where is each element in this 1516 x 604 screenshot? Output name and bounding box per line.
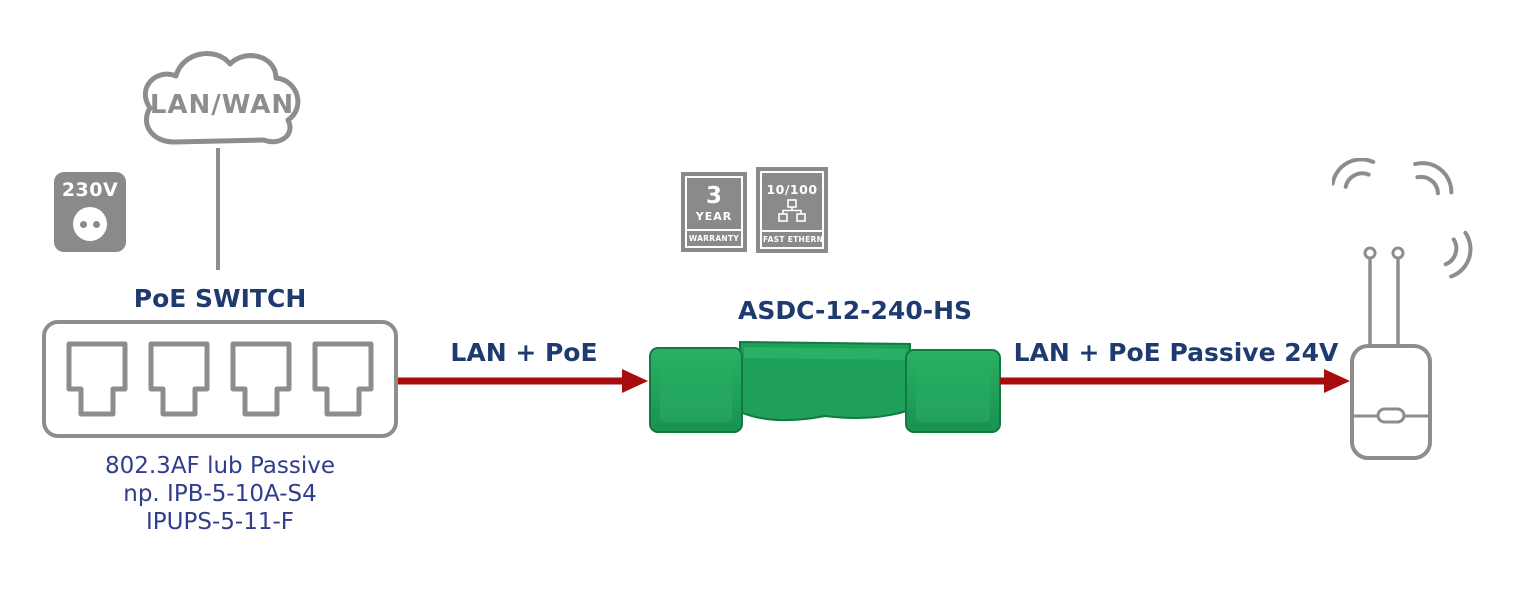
cloud-switch-connector-line	[216, 148, 220, 270]
rj45-port-icon	[312, 341, 374, 417]
rj45-port-icon	[148, 341, 210, 417]
switch-title: PoE SWITCH	[133, 284, 307, 313]
cloud-label: LAN/WAN	[149, 90, 295, 120]
network-icon	[778, 198, 806, 222]
caption-line-2: np. IPB-5-10A-S4	[123, 481, 317, 507]
lan-wan-cloud: LAN/WAN	[128, 40, 316, 155]
rj45-port-icon	[230, 341, 292, 417]
wifi-wave-left	[1332, 158, 1377, 192]
lan-poe-passive-label: LAN + PoE Passive 24V	[1013, 338, 1339, 367]
ethernet-badge: 10/100 FAST ETHERNET	[756, 167, 828, 253]
warranty-badge: 3 YEAR WARRANTY	[681, 172, 747, 252]
arrow-lan-poe	[398, 369, 648, 393]
wifi-wave-top	[1407, 158, 1461, 202]
access-point-button	[1376, 407, 1406, 424]
arrow-lan-poe-passive	[1000, 369, 1350, 393]
warranty-footer: WARRANTY	[687, 229, 741, 246]
power-socket-label: 230V	[61, 179, 119, 201]
caption-line-1: 802.3AF lub Passive	[104, 453, 336, 479]
warranty-value: 3	[705, 182, 722, 209]
lan-poe-label: LAN + PoE	[450, 338, 598, 367]
converter-title: ASDC-12-240-HS	[737, 296, 973, 325]
poe-switch-box	[42, 320, 398, 438]
caption-line-3: IPUPS-5-11-F	[146, 509, 294, 535]
socket-face-icon	[73, 207, 107, 241]
switch-caption: 802.3AF lub Passive np. IPB-5-10A-S4 IPU…	[30, 452, 410, 536]
device-body	[739, 340, 911, 422]
cloud-icon	[142, 51, 301, 145]
power-socket-icon: 230V	[54, 172, 126, 252]
access-point-icon	[1332, 158, 1479, 460]
ethernet-value: 10/100	[766, 181, 818, 197]
rj45-port-icon	[66, 341, 128, 417]
ethernet-footer: FAST ETHERNET	[762, 230, 822, 247]
converter-device-image	[649, 340, 1001, 433]
warranty-unit: YEAR	[695, 209, 733, 223]
wifi-wave-right	[1440, 227, 1479, 283]
access-point-body	[1350, 344, 1432, 460]
